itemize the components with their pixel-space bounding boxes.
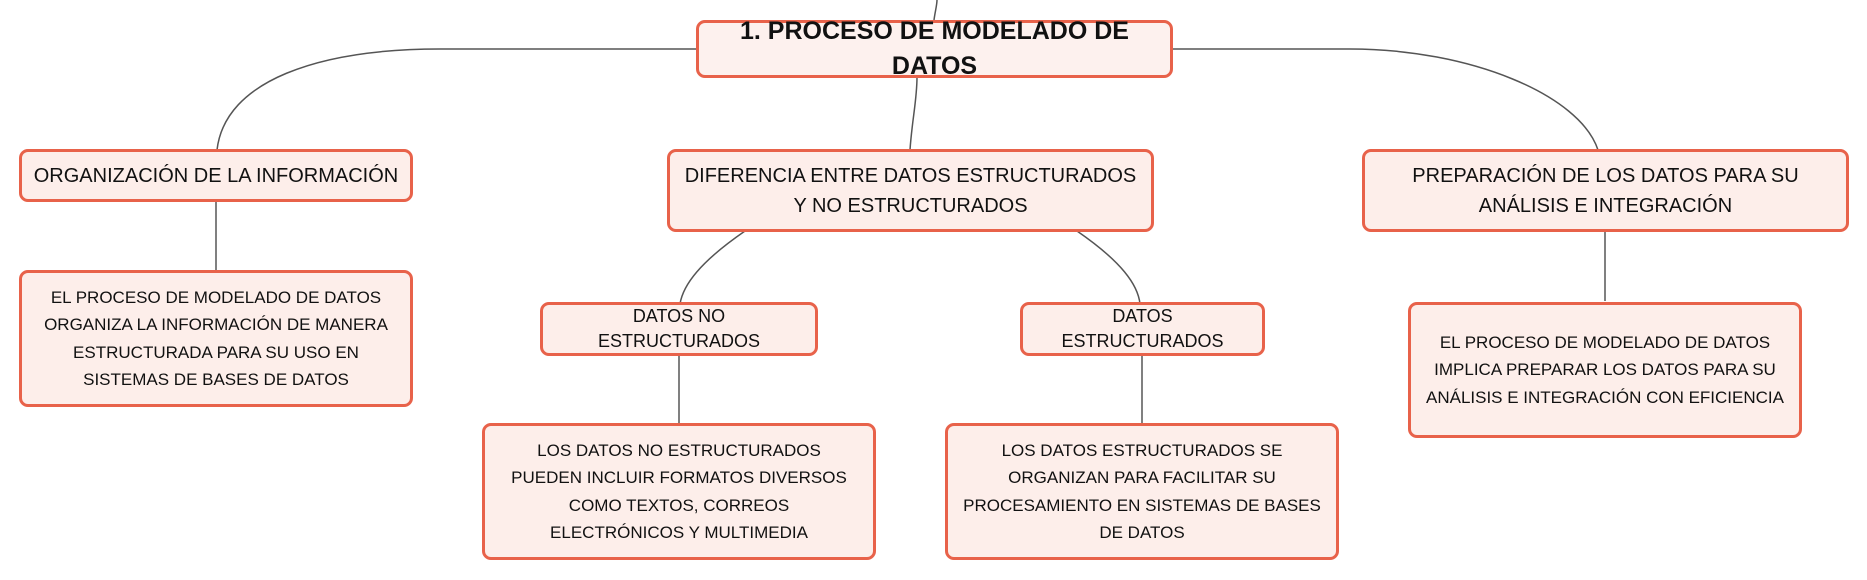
- root-node[interactable]: 1. PROCESO DE MODELADO DE DATOS: [696, 17, 1173, 80]
- detail-text: LOS DATOS NO ESTRUCTURADOS PUEDEN INCLUI…: [511, 441, 847, 542]
- detail-text: EL PROCESO DE MODELADO DE DATOS IMPLICA …: [1425, 333, 1784, 407]
- connector-root-preparacion: [1172, 48, 1599, 151]
- connector-diferencia-noestructurados: [679, 230, 746, 305]
- detail-no-estructurados[interactable]: LOS DATOS NO ESTRUCTURADOS PUEDEN INCLUI…: [482, 423, 876, 560]
- detail-preparacion[interactable]: EL PROCESO DE MODELADO DE DATOS IMPLICA …: [1408, 302, 1802, 438]
- detail-text: EL PROCESO DE MODELADO DE DATOS ORGANIZA…: [44, 288, 388, 389]
- connector-root-organizacion: [216, 48, 697, 151]
- connector-root-diferencia: [909, 76, 918, 151]
- topic-label: PREPARACIÓN DE LOS DATOS PARA SU ANÁLISI…: [1412, 164, 1799, 217]
- connector-diferencia-estructurados: [1076, 230, 1141, 305]
- connector-root-parent: [933, 0, 938, 21]
- subtopic-label: DATOS NO ESTRUCTURADOS: [597, 305, 760, 351]
- subtopic-label: DATOS ESTRUCTURADOS: [1061, 305, 1224, 351]
- root-node-label: 1. PROCESO DE MODELADO DE DATOS: [740, 17, 1129, 80]
- topic-organizacion-informacion[interactable]: ORGANIZACIÓN DE LA INFORMACIÓN: [19, 149, 413, 202]
- subtopic-datos-estructurados[interactable]: DATOS ESTRUCTURADOS: [1020, 302, 1265, 356]
- topic-label: ORGANIZACIÓN DE LA INFORMACIÓN: [33, 164, 399, 187]
- topic-label: DIFERENCIA ENTRE DATOS ESTRUCTURADOS Y N…: [684, 164, 1137, 217]
- subtopic-datos-no-estructurados[interactable]: DATOS NO ESTRUCTURADOS: [540, 302, 818, 356]
- detail-organizacion[interactable]: EL PROCESO DE MODELADO DE DATOS ORGANIZA…: [19, 270, 413, 407]
- detail-estructurados[interactable]: LOS DATOS ESTRUCTURADOS SE ORGANIZAN PAR…: [945, 423, 1339, 560]
- topic-preparacion-datos[interactable]: PREPARACIÓN DE LOS DATOS PARA SU ANÁLISI…: [1362, 149, 1849, 232]
- topic-diferencia-datos[interactable]: DIFERENCIA ENTRE DATOS ESTRUCTURADOS Y N…: [667, 149, 1154, 232]
- detail-text: LOS DATOS ESTRUCTURADOS SE ORGANIZAN PAR…: [963, 441, 1321, 542]
